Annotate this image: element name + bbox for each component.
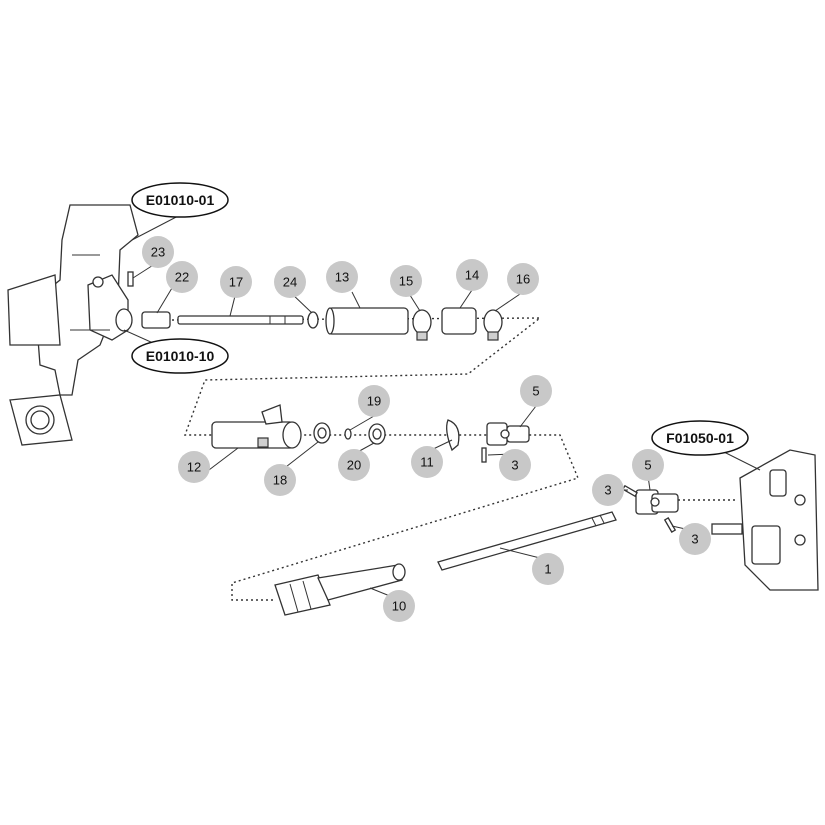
ref-e01010-10: E01010-10	[131, 338, 229, 374]
part-19-ring	[344, 428, 352, 440]
part-12-housing	[211, 404, 302, 449]
svg-text:14: 14	[465, 268, 479, 283]
callout-17: 17	[220, 266, 252, 298]
callout-16: 16	[507, 263, 539, 295]
svg-text:20: 20	[347, 458, 361, 473]
svg-text:19: 19	[367, 394, 381, 409]
part-5-ujoint-lower	[635, 489, 679, 515]
part-24-ring	[307, 311, 319, 329]
callout-15: 15	[390, 265, 422, 297]
reference-labels: E01010-01 E01010-10 F01050-01	[131, 182, 749, 456]
callout-3-upper: 3	[499, 449, 531, 481]
callout-23: 23	[142, 236, 174, 268]
svg-text:22: 22	[175, 270, 189, 285]
callout-1: 1	[532, 553, 564, 585]
svg-text:24: 24	[283, 275, 297, 290]
callout-22: 22	[166, 261, 198, 293]
svg-text:11: 11	[420, 455, 434, 470]
svg-text:10: 10	[392, 599, 406, 614]
ref-e01010-01: E01010-01	[131, 182, 229, 218]
callout-18: 18	[264, 464, 296, 496]
part-20-bearing	[368, 423, 386, 445]
leader-lines	[123, 213, 761, 601]
callout-5-upper: 5	[520, 375, 552, 407]
callout-12: 12	[178, 451, 210, 483]
svg-text:16: 16	[516, 272, 530, 287]
svg-text:5: 5	[532, 384, 539, 399]
part-10-boot-shaft	[274, 563, 406, 616]
part-23-pin	[127, 271, 134, 287]
callout-3-left: 3	[592, 474, 624, 506]
svg-text:12: 12	[187, 460, 201, 475]
svg-text:18: 18	[273, 473, 287, 488]
part-18-bearing	[313, 422, 331, 444]
part-15-clamp	[412, 309, 432, 341]
svg-text:1: 1	[544, 562, 551, 577]
callout-13: 13	[326, 261, 358, 293]
part-11-clip	[446, 419, 460, 452]
part-3-pin-upper	[481, 447, 487, 463]
svg-text:3: 3	[604, 483, 611, 498]
callout-14: 14	[456, 259, 488, 291]
svg-text:3: 3	[691, 532, 698, 547]
svg-text:5: 5	[644, 458, 651, 473]
part-14-boot	[441, 307, 477, 335]
part-3-pin-right	[663, 517, 677, 533]
callout-3-right: 3	[679, 523, 711, 555]
part-3-pin-left	[622, 484, 638, 498]
callout-19: 19	[358, 385, 390, 417]
svg-text:23: 23	[151, 245, 165, 260]
svg-text:E01010-10: E01010-10	[146, 348, 215, 364]
part-22-sleeve	[141, 311, 171, 329]
part-16-clamp	[483, 309, 503, 341]
part-1-shaft	[437, 511, 617, 571]
part-17-shaft	[177, 315, 304, 325]
svg-text:F01050-01: F01050-01	[666, 430, 734, 446]
ref-f01050-01: F01050-01	[651, 420, 749, 456]
callout-10: 10	[383, 590, 415, 622]
svg-text:13: 13	[335, 270, 349, 285]
steering-housing-left	[7, 204, 139, 446]
steering-gearbox-right	[711, 449, 819, 591]
svg-text:E01010-01: E01010-01	[146, 192, 215, 208]
callout-11: 11	[411, 446, 443, 478]
svg-text:3: 3	[511, 458, 518, 473]
assembly-guide-lines	[171, 317, 738, 601]
svg-text:17: 17	[229, 275, 243, 290]
callout-bubbles: 23 22 17 24 13 15 14 16 5 19 12 18 20 11…	[142, 236, 711, 622]
svg-text:15: 15	[399, 274, 413, 289]
callout-5-lower: 5	[632, 449, 664, 481]
part-5-ujoint-upper	[486, 422, 530, 446]
callout-24: 24	[274, 266, 306, 298]
part-13-tube	[325, 307, 409, 335]
callout-20: 20	[338, 449, 370, 481]
